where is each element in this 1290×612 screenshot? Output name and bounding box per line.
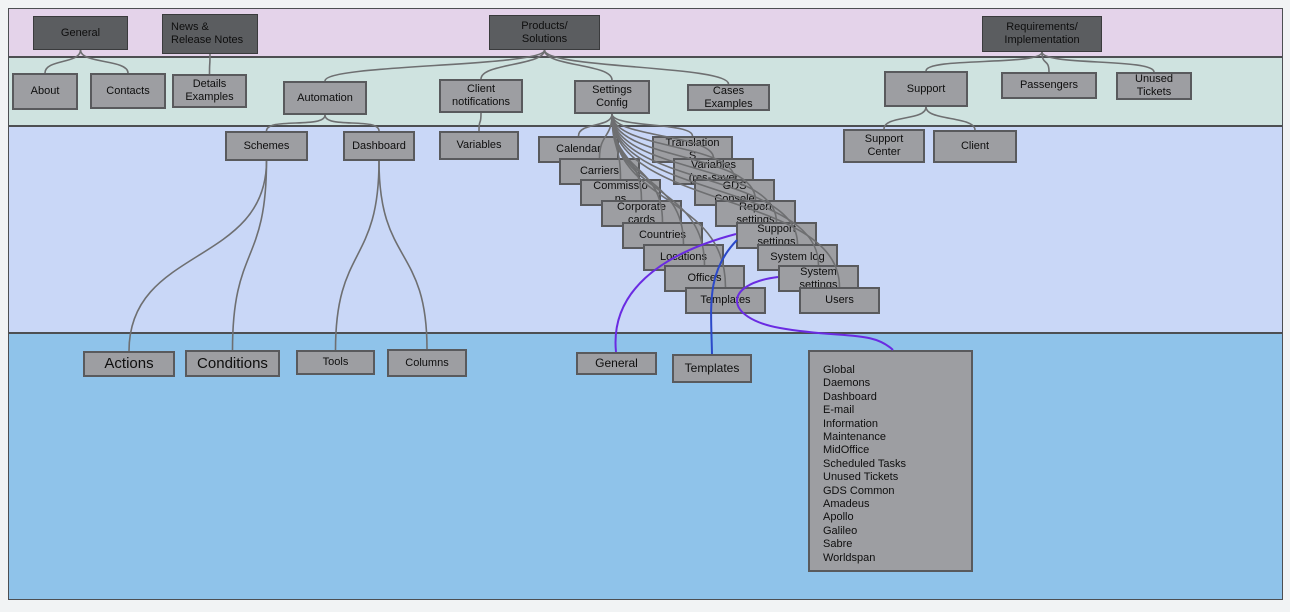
tools-label: Tools [322, 356, 349, 368]
general-bottom-shape[interactable]: General [576, 352, 657, 375]
system-settings-list-label: Sabre [823, 538, 853, 551]
news-release-notes-label: Release Notes [171, 34, 244, 46]
support-center-label: Center [867, 146, 901, 158]
general-top-shape[interactable]: General [33, 16, 128, 50]
client-shape[interactable]: Client [933, 130, 1017, 163]
report-settings-label: Report [738, 200, 773, 213]
support-settings-label: Support [757, 222, 796, 235]
system-settings-list-label: Galileo [823, 524, 858, 537]
news-release-notes-shape[interactable]: News &Release Notes [162, 14, 258, 54]
variables-shape[interactable]: Variables [439, 131, 519, 160]
system-settings-list-label: MidOffice [823, 444, 870, 457]
products-solutions-label: Solutions [521, 32, 568, 45]
actions-label: Actions [104, 355, 154, 372]
gds-console-label: GDS [722, 179, 747, 192]
users-shape[interactable]: Users [799, 287, 880, 314]
users-label: Users [825, 294, 854, 306]
system-log-label: System log [770, 251, 825, 263]
system-settings-list-label: Scheduled Tasks [823, 457, 906, 470]
countries-label: Countries [638, 229, 687, 241]
requirements-implementation-shape[interactable]: Requirements/Implementation [982, 16, 1102, 52]
calendar-label: Calendar [556, 143, 601, 155]
about-shape[interactable]: About [12, 73, 78, 110]
dashboard-label: Dashboard [352, 139, 406, 152]
system-settings-list-label: Dashboard [823, 390, 877, 403]
client-notifications-label: Client [466, 83, 496, 95]
system-settings-list-label: Global [823, 364, 855, 376]
templates-bottom-label: Templates [684, 361, 740, 375]
automation-shape[interactable]: Automation [283, 81, 367, 115]
offices-label: Offices [687, 272, 722, 284]
commissions-label: Commissio [593, 179, 648, 192]
news-release-notes-label: News & [171, 21, 209, 33]
actions-shape[interactable]: Actions [83, 351, 175, 377]
unused-tickets-label: Unused [1135, 73, 1173, 85]
general-bottom-label: General [595, 356, 638, 370]
automation-label: Automation [297, 91, 353, 104]
columns-shape[interactable]: Columns [387, 349, 467, 377]
system-settings-list-label: GDS Common [823, 484, 895, 497]
client-label: Client [960, 140, 990, 152]
tools-shape[interactable]: Tools [296, 350, 375, 375]
client-notifications-label: notifications [451, 96, 511, 108]
products-solutions-shape[interactable]: Products/Solutions [489, 15, 600, 50]
system-settings-list-label: Worldspan [823, 551, 876, 564]
templates-mid-shape[interactable]: Templates [685, 287, 766, 314]
conditions-shape[interactable]: Conditions [185, 350, 280, 377]
schemes-shape[interactable]: Schemes [225, 131, 308, 161]
corporate-cards-label: Corporate [617, 200, 666, 213]
conditions-label: Conditions [197, 354, 268, 372]
dashboard-shape[interactable]: Dashboard [343, 131, 415, 161]
variables-reservation-label: Variables [690, 158, 737, 171]
support-label: Support [906, 82, 946, 95]
templates-bottom-shape[interactable]: Templates [672, 354, 752, 383]
system-settings-list-label: Maintenance [823, 431, 886, 444]
locations-label: Locations [659, 251, 708, 263]
templates-mid-label: Templates [700, 294, 751, 306]
system-settings-list-label: Apollo [823, 511, 854, 524]
settings-config-label: Config [596, 97, 628, 109]
system-settings-list-label: Amadeus [823, 498, 870, 511]
general-top-label: General [60, 26, 101, 39]
swimlane-level-4 [8, 333, 1283, 600]
unused-tickets-label: Tickets [1136, 86, 1172, 98]
contacts-shape[interactable]: Contacts [90, 73, 166, 109]
system-settings-list-label: Daemons [823, 377, 871, 390]
settings-config-label: Settings [592, 84, 632, 96]
details-examples-label: Examples [185, 91, 234, 103]
columns-label: Columns [405, 356, 449, 369]
about-label: About [30, 85, 60, 97]
requirements-implementation-label: Requirements/ [1006, 21, 1078, 33]
carriers-label: Carriers [579, 165, 620, 177]
system-settings-list-label: Information [823, 417, 879, 430]
cases-examples-label: Examples [704, 97, 753, 110]
cases-examples-label: Cases [712, 84, 745, 97]
translation-label: Translation [665, 136, 720, 149]
support-shape[interactable]: Support [884, 71, 968, 107]
system-settings-list-label: Unused Tickets [823, 471, 899, 484]
system-settings-label: System [800, 265, 837, 278]
details-examples-label: Details [192, 78, 227, 90]
system-settings-list-label: E-mail [823, 404, 855, 417]
requirements-implementation-label: Implementation [1004, 34, 1080, 46]
products-solutions-label: Products/ [521, 19, 568, 32]
passengers-shape[interactable]: Passengers [1001, 72, 1097, 99]
passengers-label: Passengers [1019, 79, 1079, 91]
contacts-label: Contacts [106, 84, 150, 97]
support-center-label: Support [864, 133, 904, 145]
variables-label: Variables [456, 139, 502, 151]
schemes-label: Schemes [243, 139, 290, 152]
